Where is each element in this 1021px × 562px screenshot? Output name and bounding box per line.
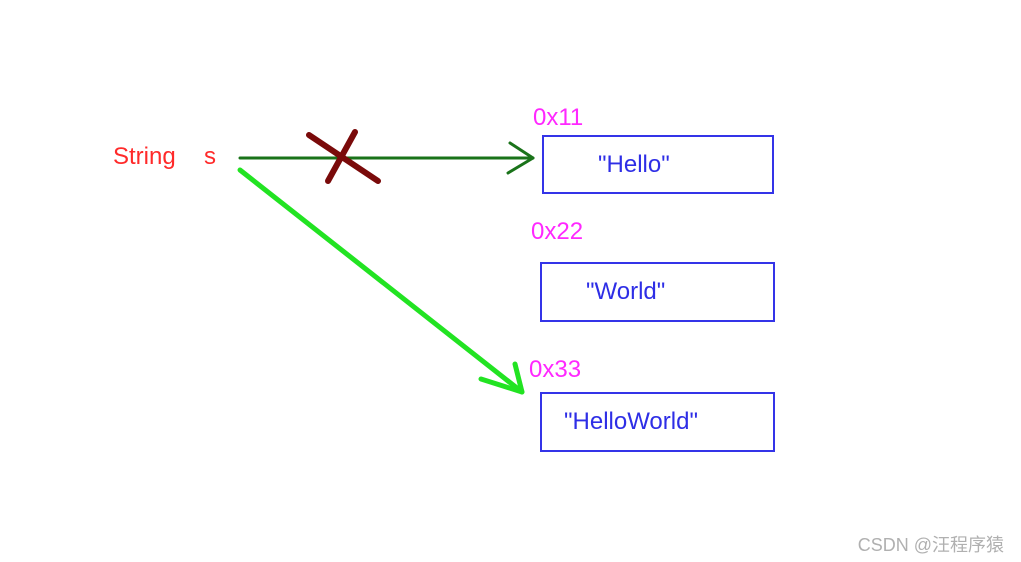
memory-box-2: "World"	[540, 262, 775, 322]
memory-box-3: "HelloWorld"	[540, 392, 775, 452]
memory-value-2: "World"	[586, 278, 666, 305]
new-reference-arrow	[237, 167, 525, 395]
memory-box-1: "Hello"	[542, 135, 774, 194]
cross-mark-icon	[306, 129, 381, 184]
memory-address-3: 0x33	[529, 356, 582, 383]
variable-type-label: String	[113, 143, 176, 170]
memory-address-2: 0x22	[531, 218, 584, 245]
old-reference-arrow	[238, 141, 535, 175]
new-reference-line	[237, 167, 525, 395]
new-reference-arrowhead	[478, 361, 525, 395]
old-reference-arrowhead	[506, 141, 535, 175]
memory-address-1: 0x11	[533, 104, 584, 131]
memory-value-1: "Hello"	[598, 150, 670, 178]
memory-value-3: "HelloWorld"	[564, 408, 698, 435]
watermark: CSDN @汪程序猿	[857, 535, 1004, 555]
variable-name-label: s	[204, 143, 216, 170]
